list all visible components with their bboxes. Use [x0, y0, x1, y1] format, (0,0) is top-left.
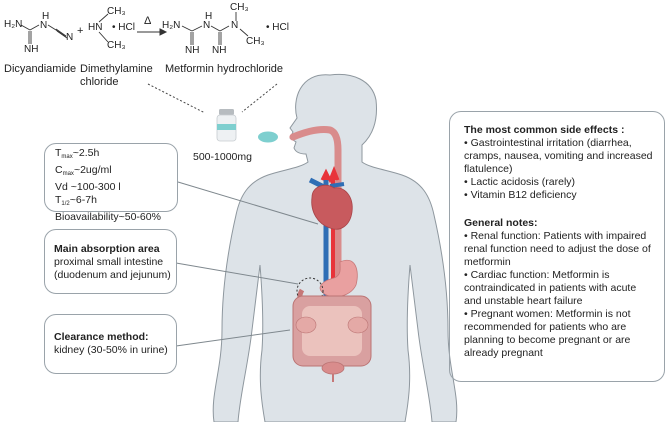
general-note-item: • Cardiac function: Metformin is contrai… [464, 269, 637, 307]
dicyandiamide-label: Dicyandiamide [4, 63, 77, 75]
aortic-arch [320, 165, 340, 184]
dicyandiamide-n: N [40, 20, 48, 31]
dimethylamine-ch3-bottom: CH₃ [107, 40, 126, 51]
reaction-arrow [137, 28, 168, 36]
dicyandiamide-nitrile-n: N [66, 32, 74, 43]
pulmonary-vessel [329, 182, 345, 188]
heat-condition-icon: Δ [144, 15, 152, 27]
dimethylamine-label-line2: chloride [80, 76, 119, 88]
dimethylamine-ch3-top: CH₃ [107, 6, 126, 17]
medicine-bottle-icon [216, 109, 237, 142]
intestines-organ [292, 295, 372, 367]
metformin-n2: N [231, 20, 239, 31]
metformin-amine: H₂N [162, 20, 181, 31]
metformin-structure [181, 12, 249, 45]
absorption-connector [175, 262, 299, 285]
pk-connector [177, 181, 319, 225]
dicyandiamide-imine: NH [24, 44, 39, 55]
dose-label: 500-1000mg [193, 151, 252, 163]
general-notes-title: General notes: [464, 217, 538, 229]
pharmacokinetics-box: Tmax~2.5h Cmax~2ug/ml Vd ~100-300 l T1/2… [44, 143, 178, 223]
clearance-connector [175, 329, 291, 347]
info-box: The most common side effects : • Gastroi… [449, 111, 665, 382]
metformin-ch3-right: CH₃ [246, 36, 265, 47]
clearance-box: Clearance method: kidney (30-50% in urin… [44, 314, 177, 374]
metformin-salt: • HCl [266, 22, 289, 33]
dotted-connector-right [241, 83, 278, 113]
tablet-icon [258, 131, 278, 143]
cmax-row: Cmax~2ug/ml [55, 164, 112, 177]
metformin-ch3-top: CH₃ [230, 2, 249, 13]
esophagus [289, 126, 342, 334]
absorption-box: Main absorption area proximal small inte… [44, 229, 177, 294]
dimethylamine-structure [98, 13, 109, 43]
general-note-item: • Renal function: Patients with impaired… [464, 230, 651, 268]
bladder-organ [321, 361, 345, 375]
clearance-line1: kidney (30-50% in urine) [54, 344, 168, 356]
side-effect-item: • Gastrointestinal irritation (diarrhea,… [464, 137, 653, 175]
absorption-line2: (duodenum and jejunum) [54, 269, 171, 281]
dimethylamine-salt: • HCl [112, 22, 135, 33]
thalf-row: T1/2~6-7h [55, 194, 97, 207]
tmax-row: Tmax~2.5h [55, 147, 100, 160]
dicyandiamide-amine: H₂N [4, 19, 23, 30]
metformin-label: Metformin hydrochloride [165, 63, 283, 75]
metformin-n1: N [203, 20, 211, 31]
clearance-title: Clearance method: [54, 331, 149, 343]
absorption-line1: proximal small intestine [54, 256, 164, 268]
dimethylamine-hn: HN [88, 22, 103, 33]
side-effects-title: The most common side effects : [464, 124, 625, 136]
vd-row: Vd ~100-300 l [55, 181, 121, 193]
dicyandiamide-structure [20, 24, 68, 44]
metformin-h: H [205, 11, 213, 22]
dimethylamine-label: Dimethylamine [80, 63, 153, 75]
side-effect-item: • Vitamin B12 deficiency [464, 189, 577, 201]
metformin-imine1: NH [185, 45, 200, 56]
absorption-title: Main absorption area [54, 243, 160, 255]
dotted-connector-left [147, 83, 206, 114]
dicyandiamide-h: H [42, 11, 50, 22]
side-effect-item: • Lactic acidosis (rarely) [464, 176, 576, 188]
stomach-organ [319, 259, 358, 298]
metformin-imine2: NH [212, 45, 227, 56]
heart-organ [311, 184, 353, 230]
general-note-item: • Pregnant women: Metformin is not recom… [464, 308, 631, 359]
bioavailability-row: Bioavailability~50-60% [55, 211, 161, 223]
plus-sign: + [77, 25, 84, 37]
